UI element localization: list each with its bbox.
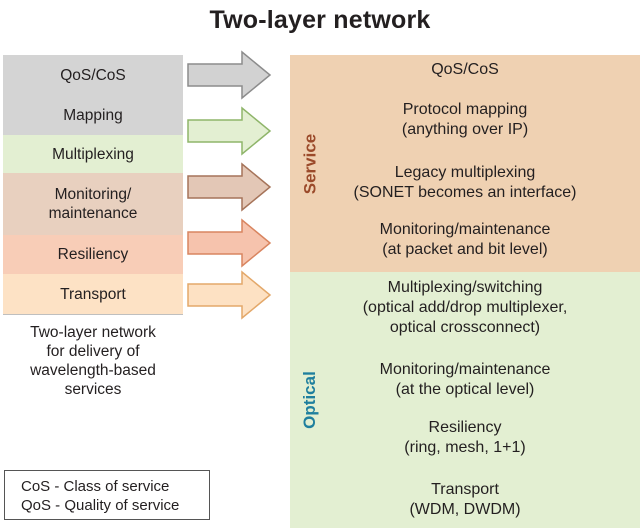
service-layer-panel: Service QoS/CoS Protocol mapping (anythi… [290, 55, 640, 272]
layer-label: Mapping [63, 106, 123, 124]
legend-item-qos: QoS - Quality of service [21, 497, 180, 514]
layer-qos-cos: QoS/CoS [3, 55, 183, 96]
service-item-monitoring: Monitoring/maintenance (at packet and bi… [379, 221, 551, 258]
optical-layer-panel: Optical Multiplexing/switching (optical … [290, 272, 640, 528]
arrow-right-icon [187, 50, 272, 100]
legend: CoS - Class of service QoS - Quality of … [4, 470, 210, 520]
layer-mapping: Mapping [3, 95, 183, 136]
optical-item-monitoring: Monitoring/maintenance (at the optical l… [379, 361, 551, 398]
layer-label: Monitoring/ maintenance [48, 186, 138, 222]
arrow-right-icon [187, 106, 272, 156]
layer-label: Multiplexing [52, 145, 134, 163]
layer-resiliency: Resiliency [3, 235, 183, 275]
diagram-caption: Two-layer network for delivery of wavele… [30, 324, 156, 398]
diagram-title: Two-layer network [209, 6, 431, 34]
service-item-legacy-multiplexing: Legacy multiplexing (SONET becomes an in… [353, 164, 577, 201]
arrow-right-icon [187, 270, 272, 320]
layer-transport: Transport [3, 274, 183, 315]
layer-multiplexing: Multiplexing [3, 135, 183, 174]
optical-item-transport: Transport (WDM, DWDM) [409, 481, 521, 518]
optical-item-resiliency: Resiliency (ring, mesh, 1+1) [404, 419, 526, 456]
arrow-right-icon [187, 218, 272, 268]
layer-monitoring-maintenance: Monitoring/ maintenance [3, 173, 183, 236]
optical-item-multiplexing-switching: Multiplexing/switching (optical add/drop… [362, 279, 568, 336]
layer-label: Transport [60, 285, 126, 303]
service-item-protocol-mapping: Protocol mapping (anything over IP) [401, 101, 529, 138]
arrow-right-icon [187, 162, 272, 212]
layer-label: QoS/CoS [60, 66, 126, 84]
legend-item-cos: CoS - Class of service [21, 478, 170, 495]
service-item-qos-cos: QoS/CoS [431, 61, 499, 78]
layer-label: Resiliency [57, 246, 129, 263]
